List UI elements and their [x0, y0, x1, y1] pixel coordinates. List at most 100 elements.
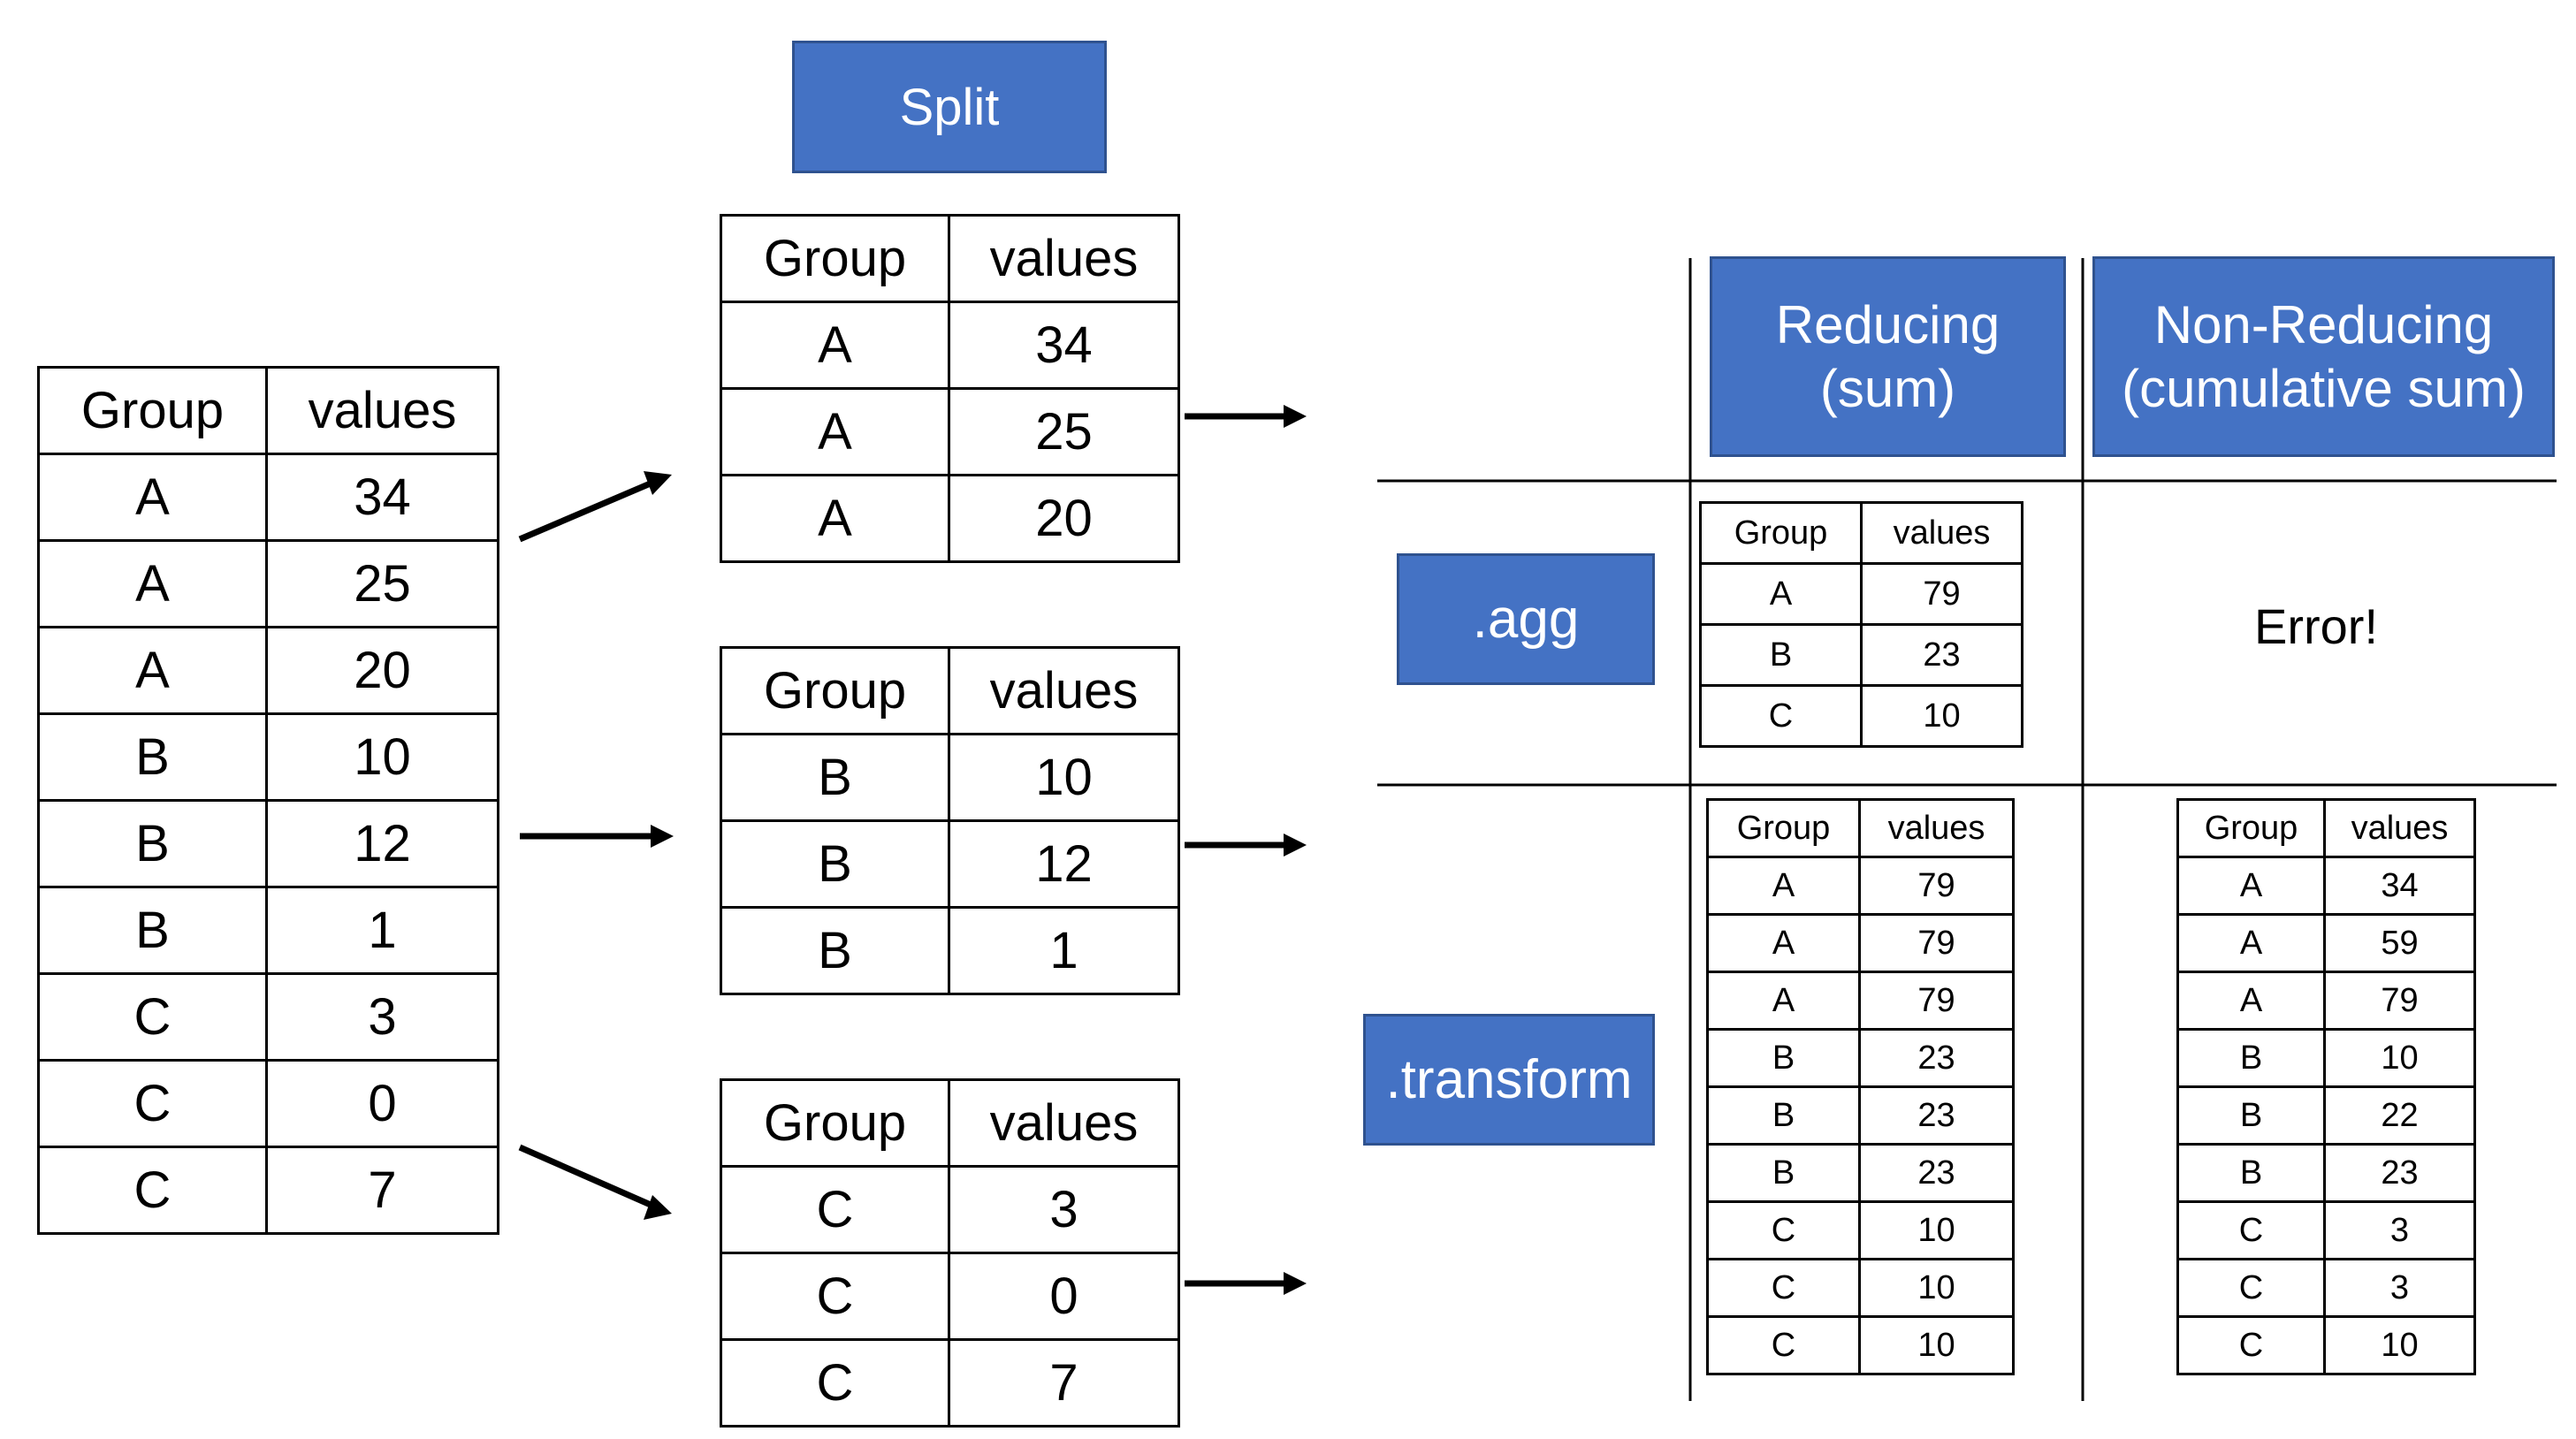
- group-cell: B: [37, 712, 268, 802]
- arrowhead-a: [644, 471, 672, 495]
- value-cell: 23: [1860, 623, 2023, 687]
- group-cell: A: [37, 626, 268, 715]
- group-cell: C: [720, 1252, 950, 1341]
- column-header: Group: [1699, 501, 1863, 565]
- group-cell: C: [1706, 1315, 1861, 1375]
- value-cell: 79: [1858, 913, 2015, 973]
- group-cell: B: [1706, 1028, 1861, 1088]
- arrow-to-group-a: [518, 476, 660, 543]
- value-cell: 79: [1858, 971, 2015, 1031]
- arrows: [518, 413, 1291, 1287]
- arrowheads: [644, 405, 1307, 1295]
- column-header: values: [948, 214, 1180, 303]
- value-cell: 10: [1858, 1258, 2015, 1318]
- transform-label: .transform: [1385, 1049, 1633, 1110]
- group-cell: C: [2176, 1258, 2326, 1318]
- arrow-to-group-c: [518, 1144, 660, 1212]
- group-cell: C: [37, 972, 268, 1062]
- group-cell: B: [1706, 1085, 1861, 1146]
- column-header: values: [1858, 798, 2015, 858]
- value-cell: 34: [265, 453, 499, 542]
- value-cell: 25: [948, 387, 1180, 476]
- column-header: values: [265, 366, 499, 455]
- agg-label: .agg: [1472, 589, 1580, 650]
- reducing-header-line-1: Reducing: [1775, 294, 2001, 354]
- value-cell: 23: [1858, 1028, 2015, 1088]
- reducing-header: Reducing (sum): [1710, 256, 2066, 457]
- value-cell: 79: [1858, 856, 2015, 916]
- group-cell: B: [2176, 1085, 2326, 1146]
- column-header: values: [2323, 798, 2476, 858]
- arrowhead-b: [651, 825, 674, 848]
- group-cell: C: [1706, 1200, 1861, 1260]
- column-header: Group: [720, 1078, 950, 1168]
- value-cell: 10: [1860, 684, 2023, 748]
- column-header: values: [948, 1078, 1180, 1168]
- error-text: Error!: [2254, 598, 2378, 654]
- group-cell: C: [2176, 1200, 2326, 1260]
- value-cell: 59: [2323, 913, 2476, 973]
- value-cell: 23: [1858, 1085, 2015, 1146]
- column-header: values: [948, 646, 1180, 735]
- column-header: Group: [37, 366, 268, 455]
- group-cell: A: [720, 387, 950, 476]
- value-cell: 10: [265, 712, 499, 802]
- value-cell: 22: [2323, 1085, 2476, 1146]
- group-cell: B: [1706, 1143, 1861, 1203]
- value-cell: 0: [948, 1252, 1180, 1341]
- value-cell: 10: [2323, 1028, 2476, 1088]
- value-cell: 3: [948, 1165, 1180, 1254]
- group-cell: A: [720, 474, 950, 563]
- value-cell: 23: [2323, 1143, 2476, 1203]
- value-cell: 23: [1858, 1143, 2015, 1203]
- value-cell: 3: [265, 972, 499, 1062]
- group-cell: A: [2176, 971, 2326, 1031]
- value-cell: 25: [265, 539, 499, 628]
- value-cell: 10: [1858, 1315, 2015, 1375]
- nonreducing-header-line-1: Non-Reducing: [2153, 294, 2494, 354]
- value-cell: 20: [948, 474, 1180, 563]
- column-header: Group: [2176, 798, 2326, 858]
- value-cell: 3: [2323, 1258, 2476, 1318]
- group-cell: B: [37, 886, 268, 975]
- value-cell: 7: [265, 1146, 499, 1235]
- group-cell: A: [1706, 971, 1861, 1031]
- group-cell: C: [720, 1165, 950, 1254]
